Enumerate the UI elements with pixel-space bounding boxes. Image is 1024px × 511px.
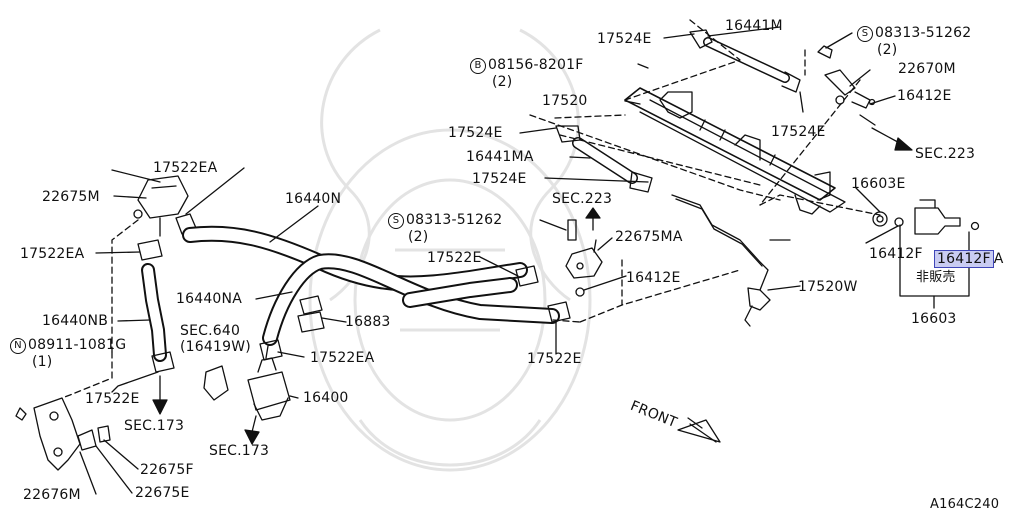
label-suffix: A [993, 251, 1004, 267]
quantity: (2) [408, 229, 429, 245]
fuel-line-17520w [671, 194, 791, 327]
label-22675f: 22675F [140, 462, 194, 478]
label-17522e-b: 17522E [85, 391, 140, 407]
part-ref: (16419W) [180, 339, 251, 355]
bracket-16419w [203, 365, 229, 401]
label-16412f: 16412F [869, 246, 923, 262]
quantity: (2) [492, 74, 513, 90]
quantity: (1) [32, 354, 53, 370]
label-16441ma: 16441MA [466, 149, 534, 165]
fuel-rail-assembly [624, 87, 846, 215]
hose-16440nb [141, 263, 167, 362]
label-16603: 16603 [911, 311, 957, 327]
label-sec173-a: SEC.173 [124, 418, 185, 434]
label-22675ma: 22675MA [615, 229, 683, 245]
label-17522ea-a: 17522EA [153, 160, 218, 176]
label-16412e-top: 16412E [897, 88, 952, 104]
highlighted-part-16412f[interactable]: 16412F [934, 250, 994, 268]
label-22676m: 22676M [23, 487, 81, 503]
label-17524e-c: 17524E [771, 124, 826, 140]
dashed-leaders-left [61, 219, 139, 399]
clamp-17522e-a [515, 265, 539, 287]
label-17522e-c: 17522E [527, 351, 582, 367]
label-16440n: 16440N [285, 191, 342, 207]
s-marker-icon: S [857, 26, 873, 42]
damper-22675m [133, 175, 189, 237]
part-number: 08911-1081G [28, 337, 127, 353]
damper-22675ma [565, 219, 603, 279]
part-number: 08156-8201F [488, 57, 584, 73]
leader-lines [79, 26, 899, 495]
quantity: (2) [877, 42, 898, 58]
label-16440na: 16440NA [176, 291, 242, 307]
label-sec223-mid: SEC.223 [552, 191, 613, 207]
label-17522e-a: 17522E [427, 250, 482, 266]
bracket-22676m [15, 397, 111, 471]
clamp-17522e-c [547, 301, 571, 323]
fuel-filter-16400 [247, 345, 291, 421]
n-marker-icon: N [10, 338, 26, 354]
front-direction-arrow [677, 417, 721, 443]
label-sec223-right: SEC.223 [915, 146, 976, 162]
label-17520w: 17520W [798, 279, 858, 295]
label-16603e: 16603E [851, 176, 906, 192]
o-ring-16412e [575, 287, 585, 297]
label-22675m: 22675M [42, 189, 100, 205]
clamp-17522ea-left [137, 239, 163, 261]
label-16412e-mid: 16412E [626, 270, 681, 286]
hose-16440na [262, 253, 560, 346]
label-17524e-a: 17524E [597, 31, 652, 47]
label-17522ea-c: 17522EA [310, 350, 375, 366]
diagram-id: A164C240 [930, 497, 1000, 511]
b-marker-icon: B [470, 58, 486, 74]
label-16400: 16400 [303, 390, 349, 406]
dashed-leaders-top [529, 19, 881, 216]
part-number: 08313-51262 [875, 25, 972, 41]
label-17522ea-b: 17522EA [20, 246, 85, 262]
section-ref: SEC.640 [180, 323, 241, 339]
part-number: 08313-51262 [406, 212, 503, 228]
label-sec173-b: SEC.173 [209, 443, 270, 459]
s-marker-icon: S [388, 213, 404, 229]
label-sec640: SEC.640 (16419W) [180, 323, 251, 355]
label-22670m: 22670M [898, 61, 956, 77]
dashed-leaders-center [552, 259, 741, 323]
label-16441m: 16441M [725, 18, 783, 34]
label-22675e: 22675E [135, 485, 190, 501]
label-17524e-b: 17524E [448, 125, 503, 141]
label-17520: 17520 [542, 93, 588, 109]
label-not-sold: 非販売 [916, 270, 956, 285]
hose-16441m [689, 29, 801, 93]
clamp-17522ea-mid [259, 339, 283, 361]
label-16883: 16883 [345, 314, 391, 330]
clip-16883 [297, 295, 325, 333]
label-17524e-d: 17524E [472, 171, 527, 187]
clamp-17522e-left [151, 351, 175, 373]
label-16440nb: 16440NB [42, 313, 109, 329]
